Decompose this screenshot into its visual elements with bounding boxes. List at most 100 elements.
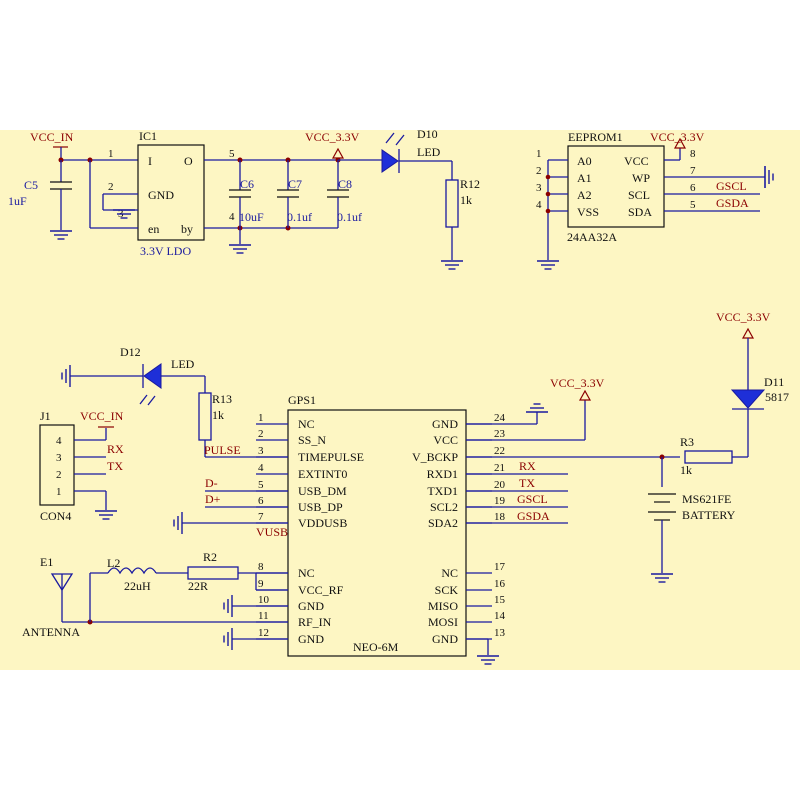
vusb-label: VUSB xyxy=(256,525,288,539)
ic1-chip xyxy=(137,144,205,241)
c5-value: 1uF xyxy=(8,194,27,208)
svg-text:1: 1 xyxy=(56,486,62,498)
gps-pin-number-right: 20 xyxy=(494,479,506,491)
vcc-33-label-gps: VCC_3.3V xyxy=(550,376,605,390)
l2-ref: L2 xyxy=(107,556,120,570)
d12-ref: D12 xyxy=(120,345,141,359)
svg-text:1: 1 xyxy=(536,148,542,160)
gps-pin-number-left: 3 xyxy=(258,445,264,457)
gps-pin-number-left: 2 xyxy=(258,428,264,440)
gps-pin-number-right: 14 xyxy=(494,610,506,622)
svg-text:A0: A0 xyxy=(577,154,592,168)
eeprom-ref: EEPROM1 xyxy=(568,130,623,144)
gps-pin-label-left: USB_DP xyxy=(298,500,343,514)
gps-pin-number-left: 6 xyxy=(258,495,264,507)
d10-led-icon xyxy=(381,149,399,173)
r2-value: 22R xyxy=(188,579,208,593)
gps-pin-label-left: GND xyxy=(298,599,324,613)
ic1-value: 3.3V LDO xyxy=(140,244,191,258)
gps-pin-number-right: 22 xyxy=(494,445,505,457)
gps-pin-label-left: USB_DM xyxy=(298,484,347,498)
gps-pin-label-left: NC xyxy=(298,417,315,431)
j1-ref: J1 xyxy=(40,409,51,423)
r13-ref: R13 xyxy=(212,392,232,406)
svg-text:4: 4 xyxy=(56,435,62,447)
svg-text:GND: GND xyxy=(148,188,174,202)
gps-pin-label-right: VCC xyxy=(433,433,458,447)
svg-text:2: 2 xyxy=(56,469,62,481)
gps-pin-label-right: V_BCKP xyxy=(412,450,458,464)
rf-section: E1 ANTENNA L2 22uH R2 22R xyxy=(22,550,288,639)
svg-text:A2: A2 xyxy=(577,188,592,202)
battery-value: MS621FE xyxy=(682,492,731,506)
gps-pin-number-left: 7 xyxy=(258,511,264,523)
gps-pin-label-left: EXTINT0 xyxy=(298,467,347,481)
c6-value: 10uF xyxy=(239,210,264,224)
d-plus-label: D+ xyxy=(205,492,221,506)
svg-text:A1: A1 xyxy=(577,171,592,185)
gps-pin-label-right: SCK xyxy=(435,583,459,597)
svg-text:2: 2 xyxy=(108,181,114,193)
vcc-in-label-j1: VCC_IN xyxy=(80,409,124,423)
svg-text:6: 6 xyxy=(690,182,696,194)
d11-diode-icon xyxy=(730,389,766,409)
r12-ref: R12 xyxy=(460,177,480,191)
r13-value: 1k xyxy=(212,408,224,422)
l2-inductor xyxy=(107,567,157,575)
gps-ref: GPS1 xyxy=(288,393,316,407)
gps-pin-number-right: 15 xyxy=(494,594,506,606)
gps-pin-label-left: VDDUSB xyxy=(298,516,347,530)
gps-pin-label-right: GND xyxy=(432,417,458,431)
j1-body xyxy=(39,424,75,506)
gps-pin-number-left: 11 xyxy=(258,610,269,622)
gsda-label-gps: GSDA xyxy=(517,509,550,523)
gps-pin-number-right: 21 xyxy=(494,462,505,474)
svg-text:SDA: SDA xyxy=(628,205,652,219)
gps-pin-label-right: TXD1 xyxy=(427,484,458,498)
gps-pin-label-right: RXD1 xyxy=(427,467,458,481)
gps-pin-label-left: NC xyxy=(298,566,315,580)
c7-value: 0.1uf xyxy=(287,210,312,224)
c7-ref: C7 xyxy=(288,177,302,191)
svg-text:WP: WP xyxy=(632,171,650,185)
rx-label-gps: RX xyxy=(519,459,536,473)
c6-ref: C6 xyxy=(240,177,254,191)
r3-value: 1k xyxy=(680,463,692,477)
svg-text:3: 3 xyxy=(56,452,62,464)
gps-pin-number-left: 12 xyxy=(258,627,269,639)
d12-value: LED xyxy=(171,357,195,371)
backup-battery-section: VCC_3.3V D11 5817 R3 1k MS621FE BATTERY xyxy=(648,310,789,583)
pulse-label: PULSE xyxy=(204,443,241,457)
d11-ref: D11 xyxy=(764,375,784,389)
gps-pin-number-left: 10 xyxy=(258,594,270,606)
gps-pin-number-left: 8 xyxy=(258,561,264,573)
l2-value: 22uH xyxy=(124,579,151,593)
eeprom-value: 24AA32A xyxy=(567,230,617,244)
gps-pin-label-right: NC xyxy=(441,566,458,580)
gps-pin-label-right: GND xyxy=(432,632,458,646)
gsda-label-eeprom: GSDA xyxy=(716,196,749,210)
svg-text:SCL: SCL xyxy=(628,188,650,202)
gps-pin-label-left: GND xyxy=(298,632,324,646)
c5-ref: C5 xyxy=(24,178,38,192)
svg-text:8: 8 xyxy=(690,148,696,160)
timepulse-led-section: D12 LED R13 1k PULSE xyxy=(61,345,288,458)
c8-value: 0.1uf xyxy=(337,210,362,224)
gps-pin-number-right: 16 xyxy=(494,578,506,590)
svg-text:5: 5 xyxy=(690,199,696,211)
svg-text:by: by xyxy=(181,222,193,236)
gps-chip xyxy=(287,409,467,657)
gps-pin-number-right: 17 xyxy=(494,561,506,573)
svg-text:7: 7 xyxy=(690,165,696,177)
eeprom-chip xyxy=(567,145,665,228)
svg-text:4: 4 xyxy=(536,199,542,211)
d11-value: 5817 xyxy=(765,390,789,404)
svg-text:O: O xyxy=(184,154,193,168)
tx-label-j1: TX xyxy=(107,459,123,473)
gps-pin-number-right: 23 xyxy=(494,428,506,440)
svg-text:1: 1 xyxy=(108,148,114,160)
svg-text:5: 5 xyxy=(229,148,235,160)
j1-value: CON4 xyxy=(40,509,71,523)
